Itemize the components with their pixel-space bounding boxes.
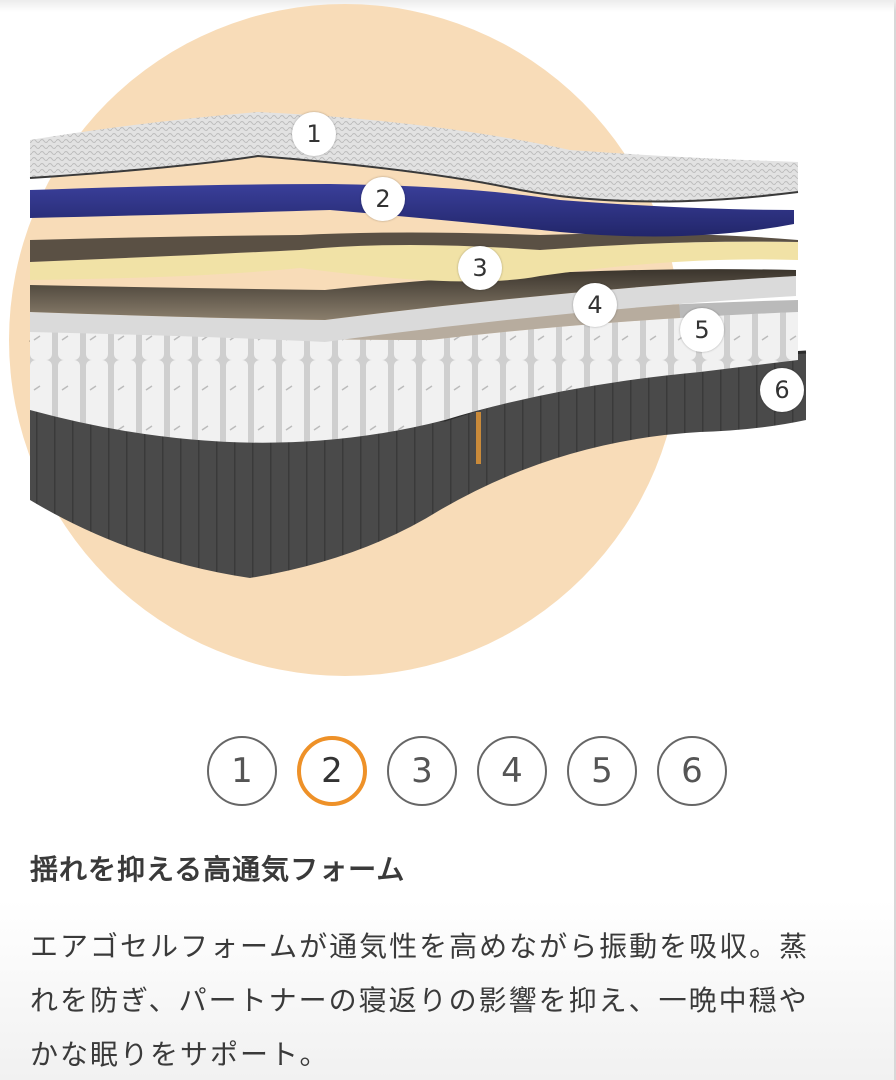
layer-marker-4[interactable]: 4 — [573, 283, 617, 327]
top-shade — [0, 0, 896, 12]
description-line-1: エアゴセルフォームが通気性を高めながら振動を吸収。蒸 — [30, 930, 810, 963]
layer-marker-6[interactable]: 6 — [760, 368, 804, 412]
step-button-1[interactable]: 1 — [207, 736, 277, 806]
step-button-2-active[interactable]: 2 — [297, 736, 367, 806]
step-button-6[interactable]: 6 — [657, 736, 727, 806]
layer-description: エアゴセルフォームが通気性を高めながら振動を吸収。蒸 れを防ぎ、パートナーの寝返… — [30, 920, 896, 1080]
layer-marker-1[interactable]: 1 — [292, 112, 336, 156]
layer-title: 揺れを抑える高通気フォーム — [30, 853, 406, 886]
step-button-4[interactable]: 4 — [477, 736, 547, 806]
step-button-5[interactable]: 5 — [567, 736, 637, 806]
description-line-2: れを防ぎ、パートナーの寝返りの影響を抑え、一晩中穏や — [30, 984, 809, 1017]
mattress-illustration-svg — [9, 4, 807, 676]
layer-marker-2[interactable]: 2 — [361, 177, 405, 221]
layer-marker-5[interactable]: 5 — [680, 308, 724, 352]
mattress-layers-illustration: 1 2 3 4 5 6 — [9, 4, 807, 676]
layer-stepper: 1 2 3 4 5 6 — [207, 736, 727, 806]
description-line-3: かな眠りをサポート。 — [30, 1038, 330, 1071]
step-button-3[interactable]: 3 — [387, 736, 457, 806]
layer-marker-3[interactable]: 3 — [458, 246, 502, 290]
